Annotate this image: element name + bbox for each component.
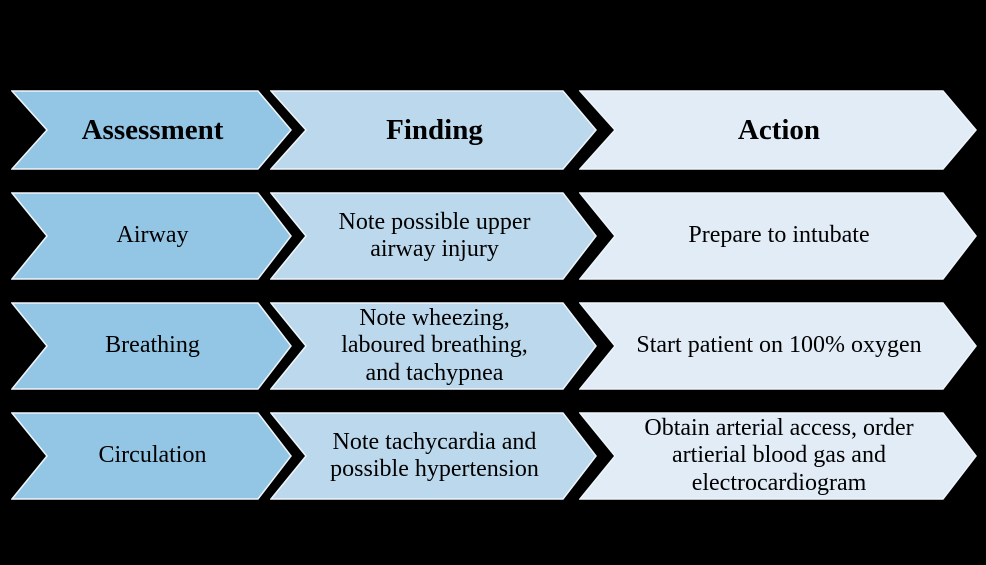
row-airway-assessment-chevron: Airway: [11, 192, 292, 280]
row-circulation-finding-chevron: Note tachycardia and possible hypertensi…: [270, 412, 597, 500]
header-chevron-action: Action: [579, 90, 977, 170]
circulation-action-label: Obtain arterial access, order artierial …: [644, 415, 914, 496]
chevron-arrow-shape: [11, 90, 292, 170]
row-airway-action-chevron: Prepare to intubate: [579, 192, 977, 280]
breathing-finding-label: Note wheezing, laboured breathing, and t…: [341, 305, 528, 386]
airway-assessment-label: Airway: [116, 222, 189, 249]
chevron-arrow-shape: [579, 412, 977, 500]
chevron-arrow-shape: [270, 192, 597, 280]
circulation-finding-label: Note tachycardia and possible hypertensi…: [330, 428, 539, 482]
row-airway-finding-chevron: Note possible upper airway injury: [270, 192, 597, 280]
chevron-arrow-shape: [11, 302, 292, 390]
airway-finding-label: Note possible upper airway injury: [338, 208, 531, 262]
header-chevron-assessment: Assessment: [11, 90, 292, 170]
row-breathing-finding-chevron: Note wheezing, laboured breathing, and t…: [270, 302, 597, 390]
airway-action-label: Prepare to intubate: [688, 222, 870, 249]
chevron-arrow-shape: [270, 90, 597, 170]
chevron-arrow-shape: [579, 90, 977, 170]
column-header-action: Action: [737, 113, 821, 146]
row-breathing-action-chevron: Start patient on 100% oxygen: [579, 302, 977, 390]
chevron-arrow-shape: [270, 302, 597, 390]
column-header-finding: Finding: [386, 113, 483, 146]
chevron-arrow-shape: [11, 412, 292, 500]
row-circulation-assessment-chevron: Circulation: [11, 412, 292, 500]
row-circulation-action-chevron: Obtain arterial access, order artierial …: [579, 412, 977, 500]
circulation-assessment-label: Circulation: [98, 442, 207, 469]
chevron-arrow-shape: [579, 302, 977, 390]
chevron-arrow-shape: [11, 192, 292, 280]
chevron-arrow-shape: [270, 412, 597, 500]
breathing-assessment-label: Breathing: [105, 332, 200, 359]
column-header-assessment: Assessment: [81, 113, 224, 146]
header-chevron-finding: Finding: [270, 90, 597, 170]
breathing-action-label: Start patient on 100% oxygen: [636, 332, 922, 359]
row-breathing-assessment-chevron: Breathing: [11, 302, 292, 390]
chevron-arrow-shape: [579, 192, 977, 280]
